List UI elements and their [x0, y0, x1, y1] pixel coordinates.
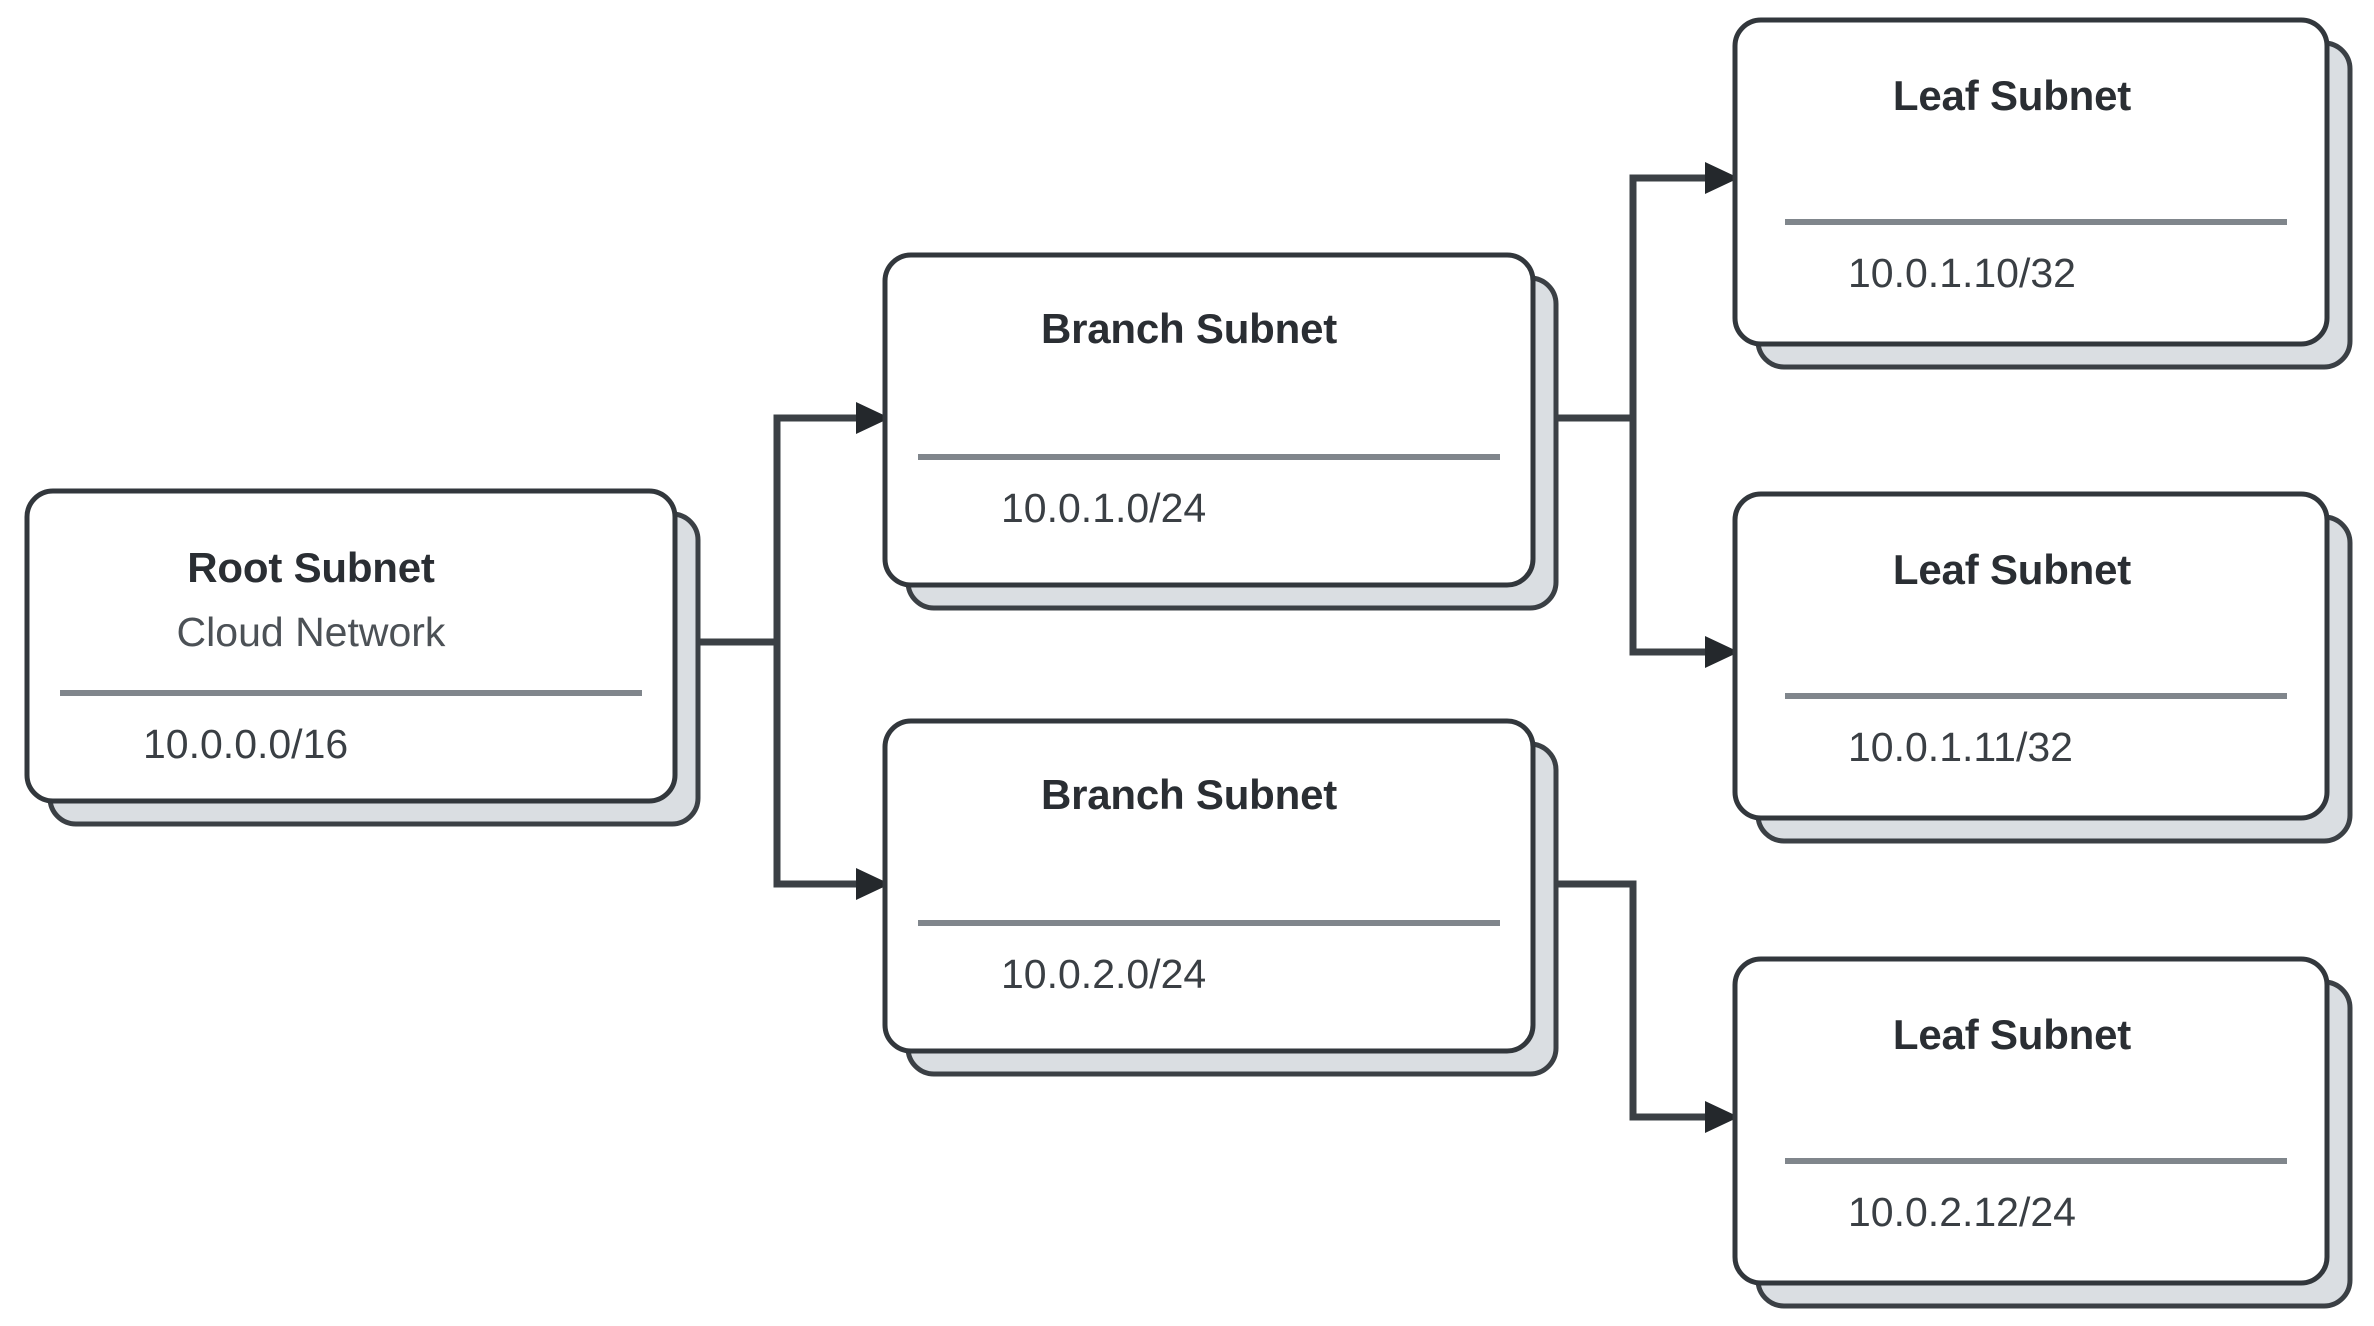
card-face-branch-2	[882, 718, 1536, 1054]
leaf-subnet-1-cidr: 10.0.1.10/32	[1848, 250, 2076, 296]
arrow-head-branch-1	[856, 402, 890, 434]
branch-subnet-2-title: Branch Subnet	[1041, 771, 1337, 818]
connector-branch-2-to-leaf-3	[1524, 880, 1739, 1133]
root-subnet-subtitle: Cloud Network	[177, 609, 446, 655]
branch-subnet-2-cidr: 10.0.2.0/24	[1001, 951, 1206, 997]
root-subnet-title: Root Subnet	[187, 544, 435, 591]
arrow-head-leaf-1	[1705, 162, 1739, 194]
edge-branch-1-to-leaf-1	[1524, 174, 1707, 422]
leaf-subnet-2-cidr: 10.0.1.11/32	[1848, 724, 2073, 770]
leaf-subnet-1-title: Leaf Subnet	[1893, 72, 2131, 119]
card-face-root	[24, 488, 678, 804]
arrow-head-leaf-2	[1705, 636, 1739, 668]
leaf-subnet-3-cidr: 10.0.2.12/24	[1848, 1189, 2076, 1235]
branch-subnet-1-title: Branch Subnet	[1041, 305, 1337, 352]
node-root-subnet[interactable]: Root Subnet Cloud Network 10.0.0.0/16	[24, 488, 701, 827]
leaf-subnet-3-title: Leaf Subnet	[1893, 1011, 2131, 1058]
node-leaf-subnet-1[interactable]: Leaf Subnet 10.0.1.10/32	[1732, 17, 2353, 370]
connector-branch-1-to-leaves	[1524, 162, 1739, 668]
root-subnet-cidr: 10.0.0.0/16	[143, 721, 348, 767]
edge-branch-1-to-leaf-2	[1629, 418, 1707, 656]
card-face-leaf-1	[1732, 17, 2330, 347]
node-leaf-subnet-3[interactable]: Leaf Subnet 10.0.2.12/24	[1732, 956, 2353, 1309]
leaf-subnet-2-title: Leaf Subnet	[1893, 546, 2131, 593]
arrow-head-branch-2	[856, 868, 890, 900]
arrow-head-leaf-3	[1705, 1101, 1739, 1133]
card-face-leaf-2	[1732, 491, 2330, 821]
branch-subnet-1-cidr: 10.0.1.0/24	[1001, 485, 1206, 531]
edge-root-to-branch-2	[773, 642, 858, 888]
node-leaf-subnet-2[interactable]: Leaf Subnet 10.0.1.11/32	[1732, 491, 2353, 844]
connector-root-to-branches	[673, 402, 890, 900]
card-face-leaf-3	[1732, 956, 2330, 1286]
node-branch-subnet-2[interactable]: Branch Subnet 10.0.2.0/24	[882, 718, 1559, 1077]
node-branch-subnet-1[interactable]: Branch Subnet 10.0.1.0/24	[882, 252, 1559, 611]
card-face-branch-1	[882, 252, 1536, 588]
edge-root-to-branch-1	[673, 414, 858, 646]
edge-branch-2-to-leaf-3	[1524, 880, 1707, 1121]
